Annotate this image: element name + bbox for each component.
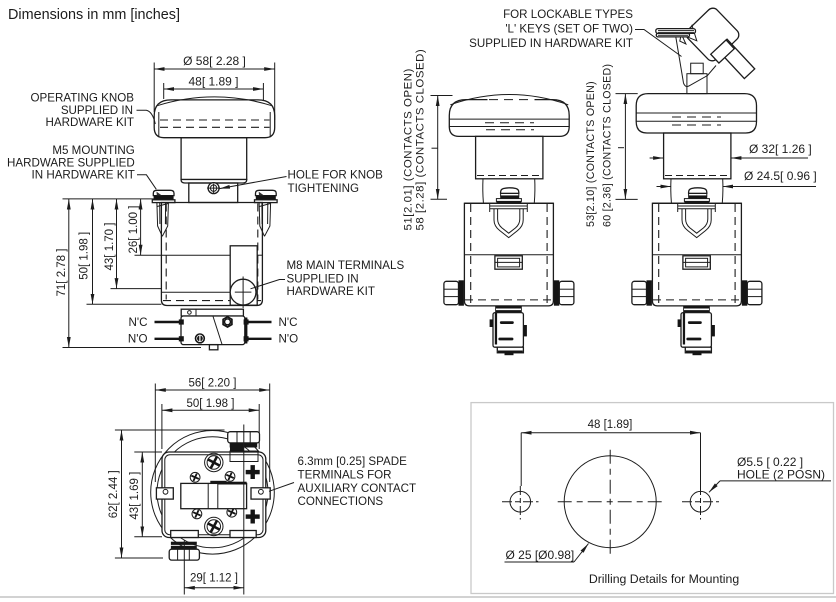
- svg-text:Ø 58[ 2.28 ]: Ø 58[ 2.28 ]: [183, 54, 246, 68]
- svg-text:N'O: N'O: [128, 333, 148, 346]
- svg-text:SUPPLIED IN: SUPPLIED IN: [287, 272, 359, 285]
- svg-text:53[2.10] (CONTACTS OPEN): 53[2.10] (CONTACTS OPEN): [585, 81, 597, 227]
- svg-text:60 [2.36] (CONTACTS CLOSED): 60 [2.36] (CONTACTS CLOSED): [602, 64, 614, 227]
- svg-text:HOLE (2 POSN): HOLE (2 POSN): [737, 468, 825, 482]
- svg-text:CONNECTIONS: CONNECTIONS: [298, 495, 384, 508]
- svg-text:51[2.01] (CONTACTS OPEN): 51[2.01] (CONTACTS OPEN): [403, 68, 415, 230]
- svg-text:HARDWARE KIT: HARDWARE KIT: [46, 116, 134, 129]
- svg-text:HARDWARE KIT: HARDWARE KIT: [287, 285, 375, 298]
- svg-text:M5 MOUNTING: M5 MOUNTING: [52, 144, 134, 157]
- svg-text:58 [2.28] (CONTACTS CLOSED): 58 [2.28] (CONTACTS CLOSED): [415, 49, 427, 231]
- svg-text:AUXILIARY CONTACT: AUXILIARY CONTACT: [298, 482, 417, 495]
- svg-text:N'O: N'O: [279, 333, 299, 346]
- svg-text:Ø 25 [Ø0.98]: Ø 25 [Ø0.98]: [506, 548, 575, 562]
- svg-text:IN HARDWARE KIT: IN HARDWARE KIT: [32, 169, 135, 182]
- svg-text:N'C: N'C: [279, 316, 298, 329]
- svg-text:'L' KEYS (SET OF TWO): 'L' KEYS (SET OF TWO): [505, 22, 633, 35]
- svg-text:Dimensions in mm [inches]: Dimensions in mm [inches]: [8, 7, 180, 23]
- svg-text:6.3mm [0.25] SPADE: 6.3mm [0.25] SPADE: [298, 455, 408, 468]
- svg-text:Drilling Details for Mounting: Drilling Details for Mounting: [589, 572, 740, 586]
- svg-text:48 [1.89]: 48 [1.89]: [588, 419, 633, 431]
- svg-text:Ø5.5 [ 0.22 ]: Ø5.5 [ 0.22 ]: [737, 455, 803, 469]
- svg-text:71[ 2.78 ]: 71[ 2.78 ]: [56, 249, 68, 297]
- svg-text:OPERATING KNOB: OPERATING KNOB: [31, 92, 135, 105]
- svg-text:56[ 2.20 ]: 56[ 2.20 ]: [189, 378, 237, 390]
- svg-text:29[ 1.12 ]: 29[ 1.12 ]: [190, 573, 238, 585]
- svg-text:48[ 1.89 ]: 48[ 1.89 ]: [188, 74, 238, 88]
- svg-text:62[ 2.44 ]: 62[ 2.44 ]: [108, 470, 120, 518]
- svg-text:43[ 1.70 ]: 43[ 1.70 ]: [104, 223, 116, 271]
- svg-text:N'C: N'C: [129, 316, 148, 329]
- svg-text:HARDWARE SUPPLIED: HARDWARE SUPPLIED: [7, 156, 135, 169]
- svg-text:M8 MAIN TERMINALS: M8 MAIN TERMINALS: [287, 259, 405, 272]
- svg-text:43[ 1.69 ]: 43[ 1.69 ]: [129, 472, 141, 520]
- svg-text:TERMINALS FOR: TERMINALS FOR: [298, 468, 392, 481]
- svg-text:FOR LOCKABLE TYPES: FOR LOCKABLE TYPES: [503, 8, 633, 21]
- svg-text:Ø 24.5[ 0.96 ]: Ø 24.5[ 0.96 ]: [744, 169, 817, 183]
- svg-text:50[ 1.98 ]: 50[ 1.98 ]: [187, 398, 235, 410]
- svg-text:SUPPLIED IN: SUPPLIED IN: [61, 104, 133, 117]
- svg-text:HOLE FOR KNOB: HOLE FOR KNOB: [288, 169, 384, 182]
- svg-text:50[ 1.98 ]: 50[ 1.98 ]: [79, 232, 91, 280]
- svg-text:SUPPLIED IN HARDWARE KIT: SUPPLIED IN HARDWARE KIT: [469, 37, 633, 50]
- svg-text:Ø 32[ 1.26 ]: Ø 32[ 1.26 ]: [749, 142, 812, 156]
- svg-text:TIGHTENING: TIGHTENING: [288, 182, 360, 195]
- svg-text:26[ 1.00 ]: 26[ 1.00 ]: [128, 206, 140, 254]
